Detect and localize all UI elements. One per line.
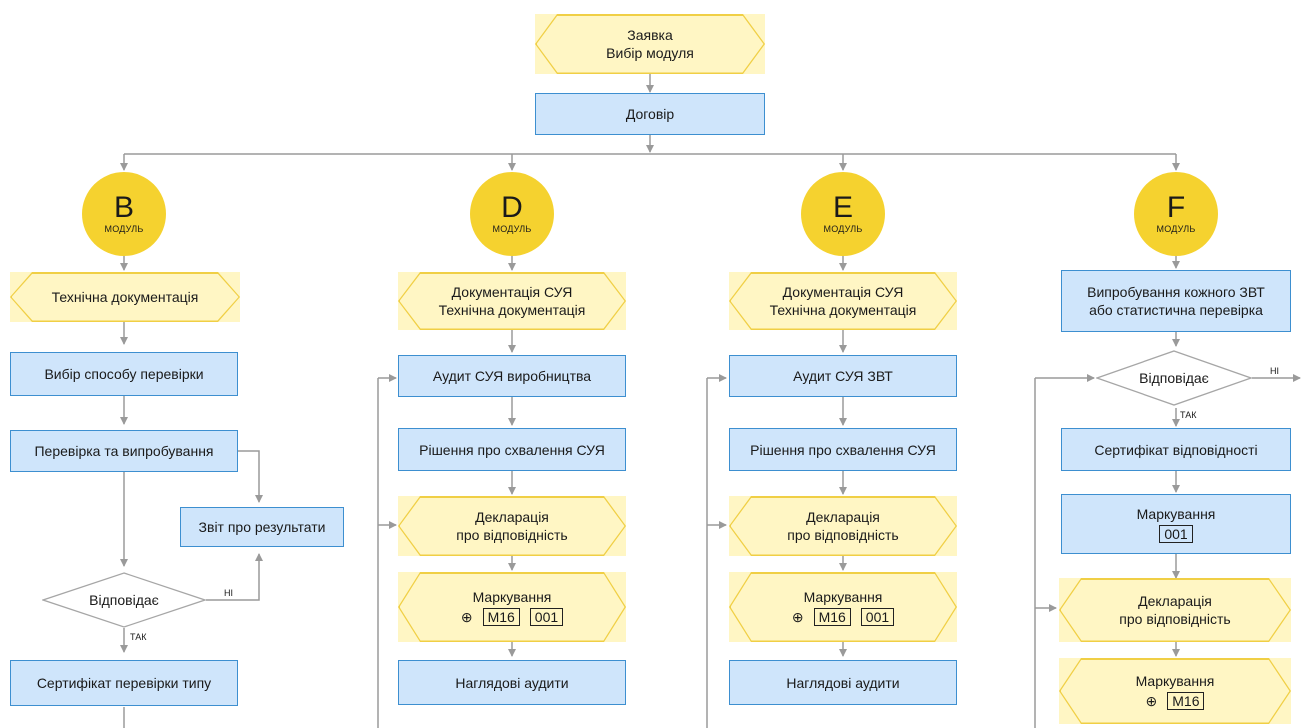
f-testing-line-1: Випробування кожного ЗВТ: [1087, 284, 1265, 300]
d-surveillance-label: Наглядові аудити: [455, 674, 569, 691]
f-declaration: Декларація про відповідність: [1059, 578, 1291, 642]
b-diamond-shape: [42, 572, 206, 628]
f-mark-row-1: 001: [1159, 525, 1193, 543]
f-mark-001: 001: [1159, 525, 1193, 543]
f-conforms-label: Відповідає: [1139, 370, 1209, 386]
module-d-label: МОДУЛЬ: [492, 224, 532, 234]
d-decl-line-1: Декларація: [475, 509, 549, 525]
f-testing: Випробування кожного ЗВТ або статистична…: [1061, 270, 1291, 332]
module-b-letter: B: [113, 191, 134, 224]
f-conforms-decision: Відповідає: [1096, 350, 1252, 406]
module-d-circle: D МОДУЛЬ: [470, 172, 554, 256]
f-decl-line-2: про відповідність: [1119, 611, 1231, 627]
b-check-label: Перевірка та випробування: [34, 443, 214, 459]
e-docs: Документація СУЯ Технічна документація: [729, 272, 957, 330]
b-type-cert-label: Сертифікат перевірки типу: [36, 675, 212, 691]
module-e-letter: E: [832, 191, 853, 224]
f-yes-label: ТАК: [1180, 410, 1197, 420]
module-b-label: МОДУЛЬ: [104, 224, 144, 234]
b-type-cert: Сертифікат перевірки типу: [10, 660, 238, 706]
e-marking: Маркування ⊕ M16 001: [729, 572, 957, 642]
f-no-label: НІ: [1270, 366, 1279, 376]
e-docs-line-2: Технічна документація: [769, 302, 917, 318]
f-marking-2-label: Маркування: [1135, 673, 1215, 689]
b-method-select: Вибір способу перевірки: [10, 352, 238, 396]
e-surveillance: Наглядові аудити: [729, 660, 957, 705]
d-surveillance: Наглядові аудити: [398, 660, 626, 705]
f-certificate: Сертифікат відповідності: [1061, 428, 1291, 471]
d-mark-row: ⊕ M16 001: [460, 608, 564, 626]
f-diamond-shape: [1096, 350, 1252, 406]
e-marking-label: Маркування: [803, 589, 883, 605]
metrology-mark-icon: ⊕: [460, 609, 473, 625]
b-tech-doc: Технічна документація: [10, 272, 240, 322]
b-yes-label: ТАК: [130, 632, 147, 642]
e-audit-label: Аудит СУЯ ЗВТ: [793, 368, 893, 384]
f-mark-row-2: ⊕ M16: [1146, 692, 1205, 710]
e-docs-line-1: Документація СУЯ: [782, 284, 904, 300]
contract-box: Договір: [535, 93, 765, 135]
e-approval: Рішення про схвалення СУЯ: [729, 428, 957, 471]
module-f-letter: F: [1166, 191, 1186, 224]
d-docs-line-2: Технічна документація: [438, 302, 586, 318]
b-report-label: Звіт про результати: [198, 519, 326, 535]
b-method-label: Вибір способу перевірки: [44, 366, 204, 382]
e-approval-label: Рішення про схвалення СУЯ: [750, 441, 936, 458]
metrology-mark-icon: ⊕: [791, 609, 804, 625]
f-cert-label: Сертифікат відповідності: [1094, 441, 1258, 458]
f-decl-line-1: Декларація: [1138, 593, 1212, 609]
e-audit: Аудит СУЯ ЗВТ: [729, 355, 957, 397]
b-check-test: Перевірка та випробування: [10, 430, 238, 472]
module-e-circle: E МОДУЛЬ: [801, 172, 885, 256]
e-mark-001: 001: [860, 608, 895, 626]
b-report: Звіт про результати: [180, 507, 344, 547]
d-mark-001: 001: [529, 608, 564, 626]
e-mark-m16: M16: [813, 608, 851, 626]
request-hexagon: Заявка Вибір модуля: [535, 14, 765, 74]
d-audit-label: Аудит СУЯ виробництва: [432, 368, 592, 384]
contract-label: Договір: [625, 106, 675, 122]
f-testing-line-2: або статистична перевірка: [1089, 302, 1263, 318]
module-d-letter: D: [501, 191, 523, 224]
f-mark-m16: M16: [1167, 692, 1205, 710]
b-conforms-label: Відповідає: [89, 592, 159, 608]
e-decl-line-1: Декларація: [806, 509, 880, 525]
d-decl-line-2: про відповідність: [456, 527, 568, 543]
metrology-mark-icon: ⊕: [1145, 693, 1158, 709]
e-declaration: Декларація про відповідність: [729, 496, 957, 556]
e-surveillance-label: Наглядові аудити: [786, 674, 900, 691]
module-e-label: МОДУЛЬ: [823, 224, 863, 234]
d-audit: Аудит СУЯ виробництва: [398, 355, 626, 397]
f-marking-1: Маркування 001: [1061, 494, 1291, 554]
d-mark-m16: M16: [482, 608, 520, 626]
d-marking: Маркування ⊕ M16 001: [398, 572, 626, 642]
module-b-circle: B МОДУЛЬ: [82, 172, 166, 256]
f-marking-1-label: Маркування: [1136, 506, 1216, 522]
request-line-2: Вибір модуля: [606, 45, 694, 61]
request-line-1: Заявка: [627, 27, 673, 43]
d-approval: Рішення про схвалення СУЯ: [398, 428, 626, 471]
d-marking-label: Маркування: [472, 589, 552, 605]
e-decl-line-2: про відповідність: [787, 527, 899, 543]
b-conforms-decision: Відповідає: [42, 572, 206, 628]
module-f-circle: F МОДУЛЬ: [1134, 172, 1218, 256]
d-declaration: Декларація про відповідність: [398, 496, 626, 556]
d-docs: Документація СУЯ Технічна документація: [398, 272, 626, 330]
e-mark-row: ⊕ M16 001: [791, 608, 895, 626]
d-approval-label: Рішення про схвалення СУЯ: [419, 441, 605, 458]
b-no-label: НІ: [224, 588, 233, 598]
b-tech-doc-label: Технічна документація: [51, 289, 199, 305]
module-f-label: МОДУЛЬ: [1156, 224, 1196, 234]
f-marking-2: Маркування ⊕ M16: [1059, 658, 1291, 724]
d-docs-line-1: Документація СУЯ: [451, 284, 573, 300]
